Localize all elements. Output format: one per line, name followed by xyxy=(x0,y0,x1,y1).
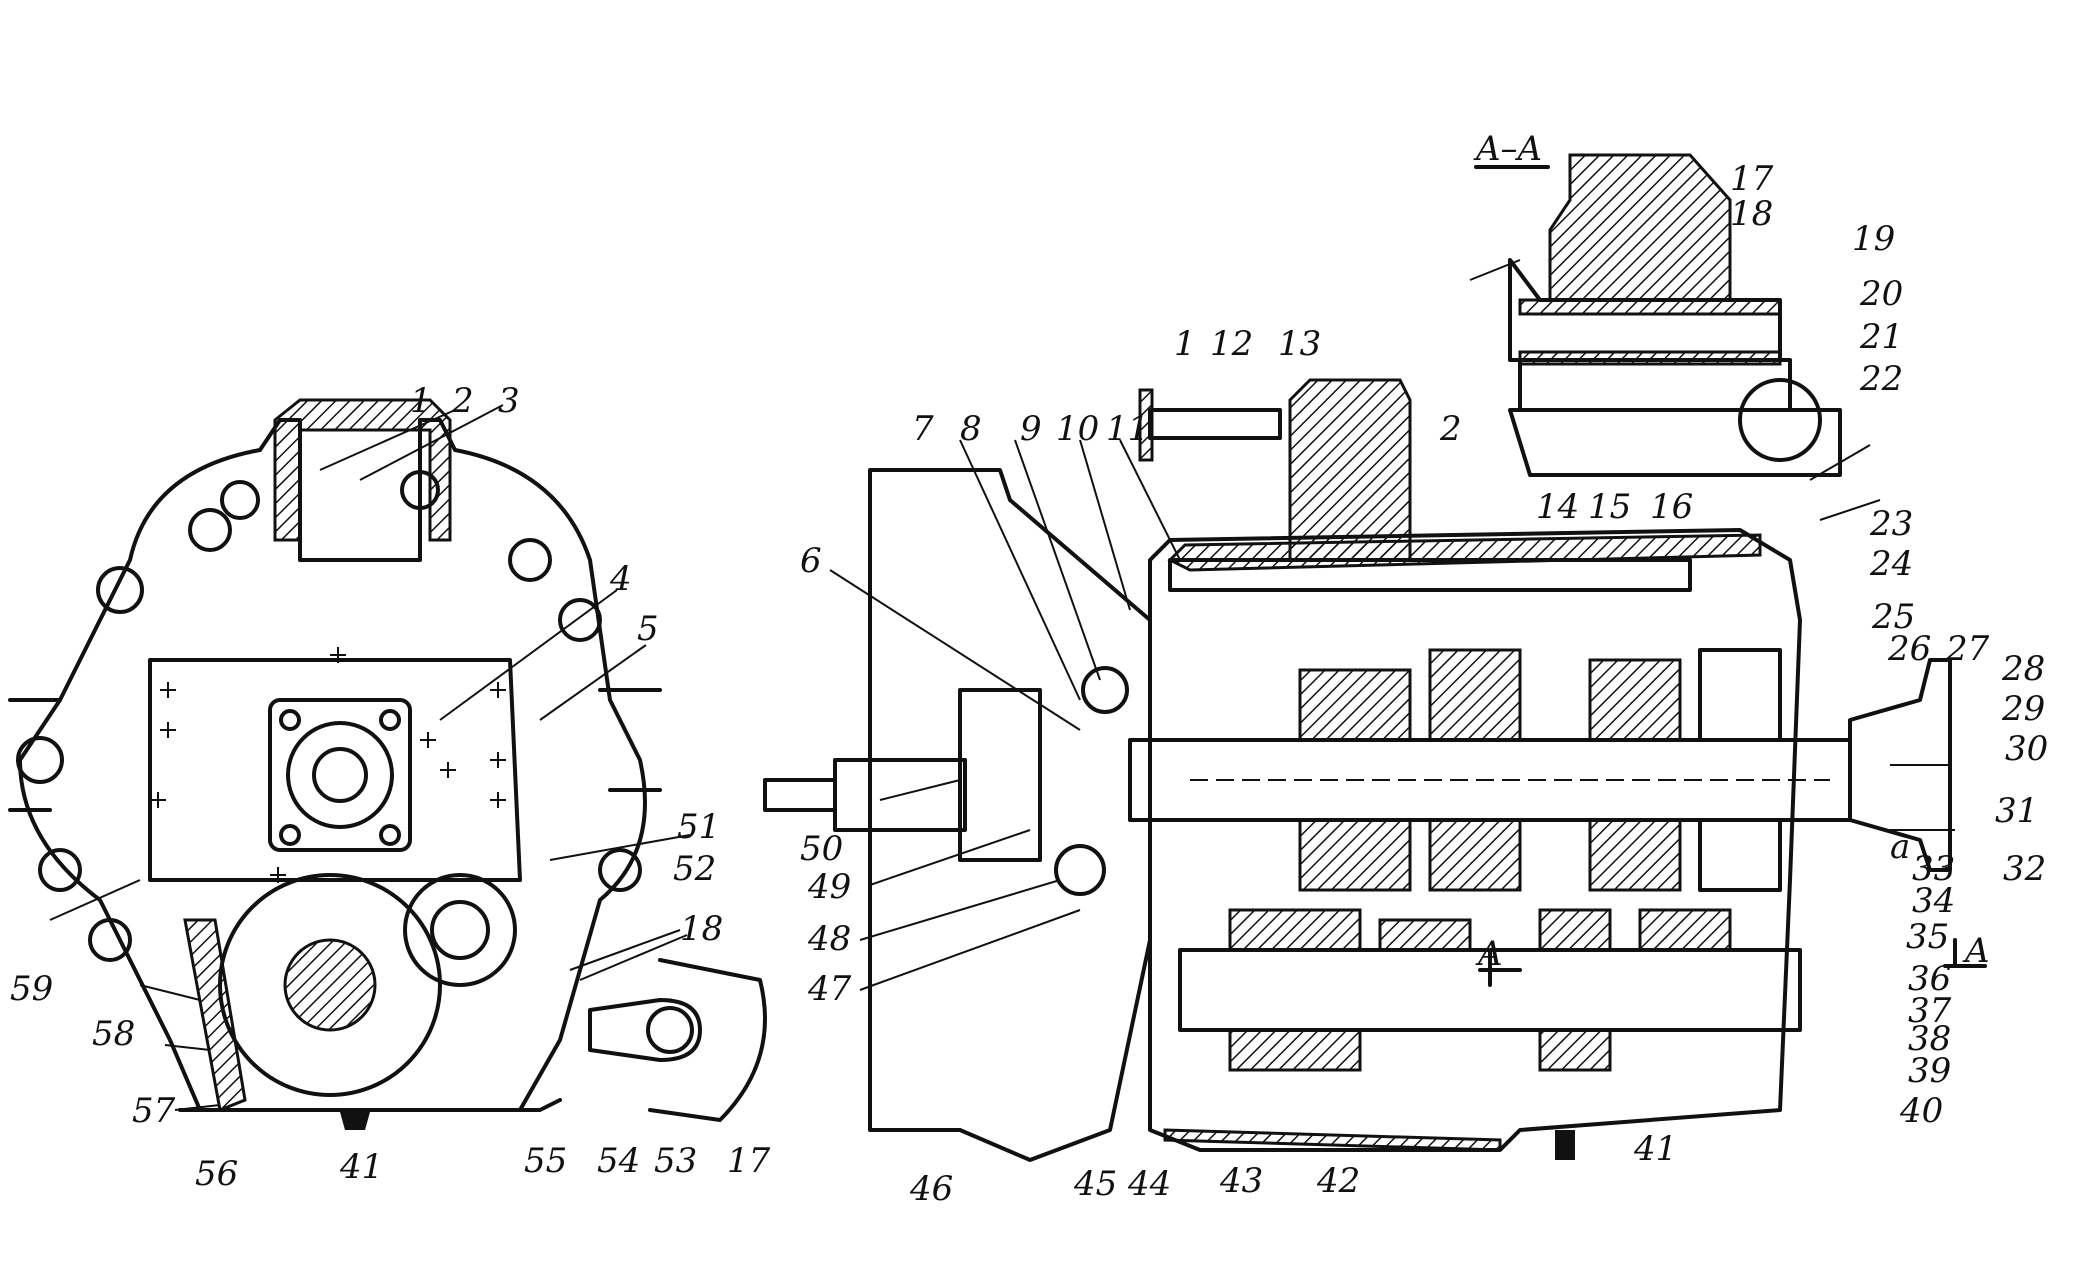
label-l53: 53 xyxy=(654,1141,697,1181)
leader-lines xyxy=(49,404,1955,1111)
label-34: 34 xyxy=(1912,881,1955,921)
label-18: 18 xyxy=(1730,194,1773,234)
label-24: 24 xyxy=(1869,544,1913,584)
section-mark-left: A xyxy=(1475,934,1503,974)
label-29: 29 xyxy=(2001,689,2045,729)
label-6: 6 xyxy=(800,541,822,581)
label-10: 10 xyxy=(1056,409,1099,449)
label-42: 42 xyxy=(1316,1161,1360,1201)
label-l18: 18 xyxy=(680,909,723,949)
label-7: 7 xyxy=(912,409,934,449)
label-35: 35 xyxy=(1906,917,1949,957)
section-a-a xyxy=(1469,153,1842,477)
label-30: 30 xyxy=(2005,729,2048,769)
label-16: 16 xyxy=(1650,487,1693,527)
label-26: 26 xyxy=(1887,629,1931,669)
label-8: 8 xyxy=(960,409,982,449)
label-l55: 55 xyxy=(524,1141,567,1181)
label-33: 33 xyxy=(1912,849,1955,889)
label-32: 32 xyxy=(2003,849,2046,889)
part-labels: A–A A A a 1 2 3 4 5 51 52 18 59 58 57 56… xyxy=(10,129,2048,1209)
label-l54: 54 xyxy=(597,1141,640,1181)
label-l59: 59 xyxy=(10,969,53,1009)
label-l17: 17 xyxy=(727,1141,771,1181)
section-mark-right: A xyxy=(1962,931,1990,971)
label-46: 46 xyxy=(909,1169,953,1209)
label-11: 11 xyxy=(1106,409,1149,449)
label-l51: 51 xyxy=(677,807,720,847)
label-9: 9 xyxy=(1020,409,1042,449)
label-l4: 4 xyxy=(609,559,632,599)
label-14: 14 xyxy=(1536,487,1579,527)
label-15: 15 xyxy=(1588,487,1631,527)
label-27: 27 xyxy=(1945,629,1990,669)
label-l57: 57 xyxy=(132,1091,176,1131)
label-l41: 41 xyxy=(339,1147,383,1187)
label-19: 19 xyxy=(1852,219,1895,259)
label-43: 43 xyxy=(1219,1161,1263,1201)
label-25: 25 xyxy=(1871,597,1915,637)
label-22: 22 xyxy=(1859,359,1903,399)
label-28: 28 xyxy=(2001,649,2045,689)
label-39: 39 xyxy=(1908,1051,1951,1091)
end-view xyxy=(8,398,767,1130)
label-l5: 5 xyxy=(637,609,659,649)
section-title: A–A xyxy=(1473,129,1542,169)
label-13: 13 xyxy=(1278,324,1321,364)
label-37: 37 xyxy=(1908,991,1952,1031)
label-l2: 2 xyxy=(451,381,474,421)
letter-a: a xyxy=(1890,827,1910,867)
label-44: 44 xyxy=(1127,1164,1171,1204)
label-l56: 56 xyxy=(195,1154,238,1194)
label-48: 48 xyxy=(807,919,851,959)
label-45: 45 xyxy=(1073,1164,1117,1204)
label-l58: 58 xyxy=(92,1014,135,1054)
longitudinal-section xyxy=(763,378,1987,1162)
label-21: 21 xyxy=(1859,317,1903,357)
label-40: 40 xyxy=(1899,1091,1943,1131)
label-l52: 52 xyxy=(673,849,716,889)
label-38: 38 xyxy=(1908,1019,1951,1059)
label-36: 36 xyxy=(1908,959,1951,999)
label-12: 12 xyxy=(1210,324,1253,364)
label-17: 17 xyxy=(1730,159,1774,199)
label-50: 50 xyxy=(800,829,843,869)
label-47: 47 xyxy=(807,969,852,1009)
label-1: 1 xyxy=(1174,324,1196,364)
label-20: 20 xyxy=(1859,274,1903,314)
label-23: 23 xyxy=(1869,504,1913,544)
label-l3: 3 xyxy=(498,381,520,421)
label-49: 49 xyxy=(807,867,851,907)
label-2: 2 xyxy=(1439,409,1462,449)
label-l1: 1 xyxy=(410,381,432,421)
label-41: 41 xyxy=(1633,1129,1677,1169)
label-31: 31 xyxy=(1995,791,2038,831)
